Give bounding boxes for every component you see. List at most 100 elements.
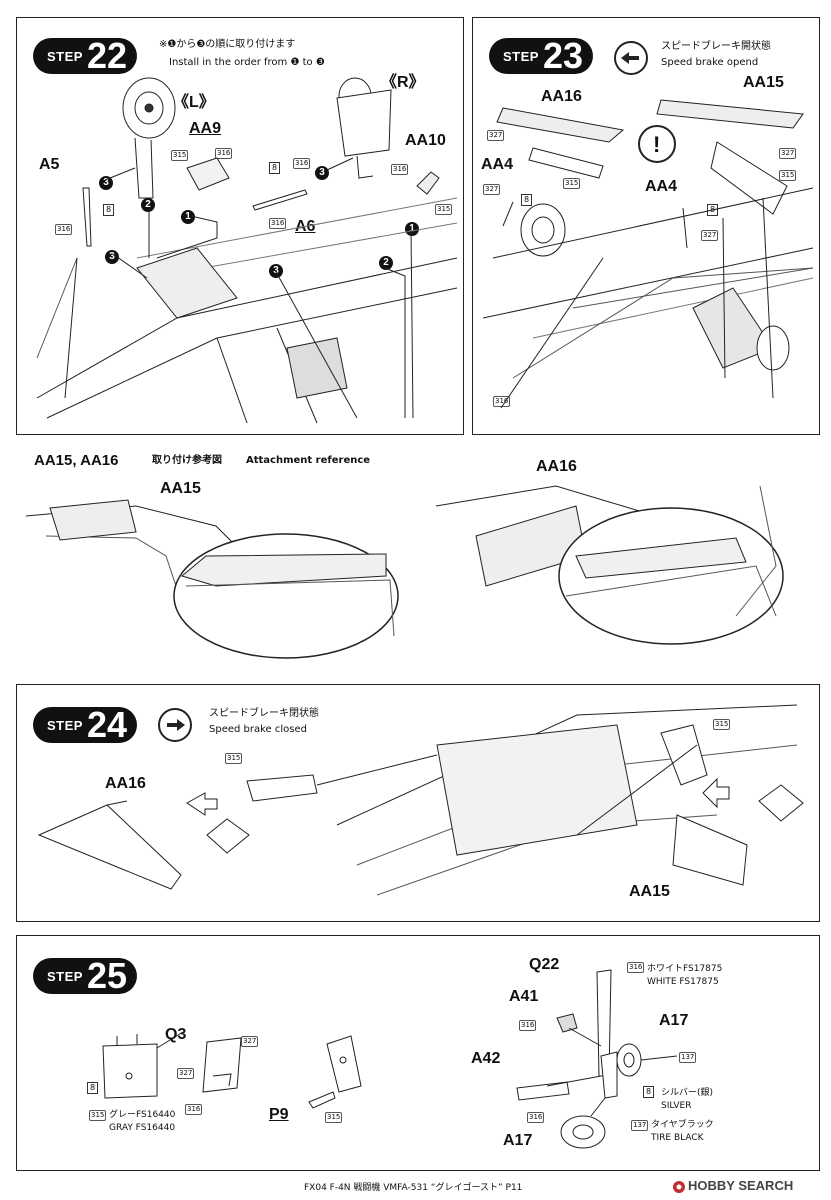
part-number: 315 xyxy=(563,178,581,189)
order-1: 1 xyxy=(181,210,195,224)
part-number: 316 xyxy=(215,148,233,159)
label-A41: A41 xyxy=(509,988,539,1005)
reference-title: AA15, AA16 xyxy=(34,452,119,469)
step22-panel: STEP 22 ※❶から❸の順に取り付けます Install in the or… xyxy=(16,17,464,435)
label-A17-bottom: A17 xyxy=(503,1132,533,1149)
label-R: 《R》 xyxy=(381,74,425,91)
warning-mark: ! xyxy=(653,132,661,157)
part-number: 315 xyxy=(779,170,797,181)
step22-illustration xyxy=(36,77,458,424)
part-number: 315 xyxy=(225,753,243,764)
part-number: 327 xyxy=(487,130,505,141)
speed-brake-icon xyxy=(614,41,648,75)
step-number: 25 xyxy=(86,955,128,996)
label-AA16: AA16 xyxy=(541,88,582,105)
warning-icon xyxy=(638,125,676,163)
part-number: 315 xyxy=(435,204,453,215)
label-P9: P9 xyxy=(269,1106,289,1123)
step23-illustration xyxy=(482,99,814,409)
step-word: STEP xyxy=(47,968,83,984)
part-number: 315 xyxy=(713,719,731,730)
step23-title-jp: スピードブレーキ開状態 xyxy=(661,41,771,52)
step-number: 24 xyxy=(86,704,128,745)
part-number: 327 xyxy=(483,184,501,195)
part-number: 316 xyxy=(527,1112,545,1123)
part-number: 8 xyxy=(643,1086,655,1098)
step-word: STEP xyxy=(47,717,83,733)
part-number: 316 xyxy=(55,224,73,235)
reference-title-jp: 取り付け参考図 xyxy=(152,455,222,466)
footer-brand: HOBBY SEARCH xyxy=(688,1178,794,1193)
footer: FX04 F-4N 戦闘機 VMFA-531 “グレイゴースト” P11 HOB… xyxy=(0,1177,831,1197)
label-Q22: Q22 xyxy=(529,956,560,973)
part-number: 327 xyxy=(701,230,719,241)
label-AA16: AA16 xyxy=(105,775,146,792)
label-AA4-left: AA4 xyxy=(481,156,514,173)
part-number: 327 xyxy=(779,148,797,159)
hobby-search-logo-icon xyxy=(673,1181,685,1193)
order-3: 3 xyxy=(315,166,329,180)
step25-badge: STEP 25 xyxy=(33,955,138,996)
label-AA16: AA16 xyxy=(536,458,577,475)
label-AA9: AA9 xyxy=(189,120,222,137)
paint-black-jp: タイヤブラック xyxy=(651,1120,714,1130)
part-number: 8 xyxy=(87,1082,99,1094)
label-L: 《L》 xyxy=(173,94,215,111)
label-Q3: Q3 xyxy=(165,1026,187,1043)
reference-title-en: Attachment reference xyxy=(246,455,371,466)
label-A5: A5 xyxy=(39,156,60,173)
paint-gray-jp: グレーFS16440 xyxy=(109,1110,176,1120)
paint-black-en: TIRE BLACK xyxy=(651,1133,704,1143)
part-number: 327 xyxy=(177,1068,195,1079)
step24-badge: STEP 24 xyxy=(33,704,138,745)
step-number: 22 xyxy=(86,35,128,76)
label-A42: A42 xyxy=(471,1050,501,1067)
label-AA15: AA15 xyxy=(629,883,670,900)
order-3: 3 xyxy=(99,176,113,190)
reference-section: AA15, AA16 取り付け参考図 Attachment reference … xyxy=(16,446,816,676)
label-AA4-right: AA4 xyxy=(645,178,678,195)
order-3: 3 xyxy=(105,250,119,264)
step24-title-en: Speed brake closed xyxy=(209,724,307,735)
reference-illustration xyxy=(25,485,784,659)
step23-title-en: Speed brake opend xyxy=(661,57,759,68)
part-number: 8 xyxy=(521,194,533,206)
step24-title-jp: スピードブレーキ閉状態 xyxy=(209,708,319,719)
label-AA15: AA15 xyxy=(160,480,201,497)
footer-text: FX04 F-4N 戦闘機 VMFA-531 “グレイゴースト” P11 xyxy=(304,1183,523,1193)
step24-illustration xyxy=(37,704,804,896)
part-number: 316 xyxy=(391,164,409,175)
step-word: STEP xyxy=(503,48,539,64)
step22-badge: STEP 22 xyxy=(33,35,138,76)
order-2: 2 xyxy=(379,256,393,270)
step-number: 23 xyxy=(542,35,584,76)
part-number: 316 xyxy=(269,218,287,229)
step24-panel: STEP 24 スピードブレーキ閉状態 Speed brake closed A… xyxy=(16,684,820,922)
step25-illustration xyxy=(102,969,678,1149)
part-number: 8 xyxy=(269,162,281,174)
step23-badge: STEP 23 xyxy=(489,35,594,76)
speed-brake-icon xyxy=(158,708,192,742)
step22-note-en: Install in the order from ❶ to ❸ xyxy=(169,57,325,68)
label-AA10: AA10 xyxy=(405,132,446,149)
step-word: STEP xyxy=(47,48,83,64)
part-number: 316 xyxy=(519,1020,537,1031)
step25-panel: STEP 25 Q3 P9 Q22 A41 A17 A42 A17 327 32… xyxy=(16,935,820,1171)
order-1: 1 xyxy=(405,222,419,236)
paint-silver-en: SILVER xyxy=(661,1101,692,1111)
part-number: 316 xyxy=(185,1104,203,1115)
part-number: 137 xyxy=(631,1120,649,1131)
part-number: 327 xyxy=(241,1036,259,1047)
part-number: 137 xyxy=(679,1052,697,1063)
label-A17-top: A17 xyxy=(659,1012,689,1029)
paint-white-jp: ホワイトFS17875 xyxy=(647,964,723,974)
paint-gray-en: GRAY FS16440 xyxy=(109,1123,176,1133)
part-number: 316 xyxy=(627,962,645,973)
paint-white-en: WHITE FS17875 xyxy=(647,977,719,987)
order-2: 2 xyxy=(141,198,155,212)
part-number: 315 xyxy=(171,150,189,161)
paint-silver-jp: シルバー(銀) xyxy=(661,1088,714,1098)
step22-note-jp: ※❶から❸の順に取り付けます xyxy=(159,39,296,50)
part-number: 315 xyxy=(325,1112,343,1123)
step23-panel: STEP 23 スピードブレーキ開状態 Speed brake opend AA… xyxy=(472,17,820,435)
